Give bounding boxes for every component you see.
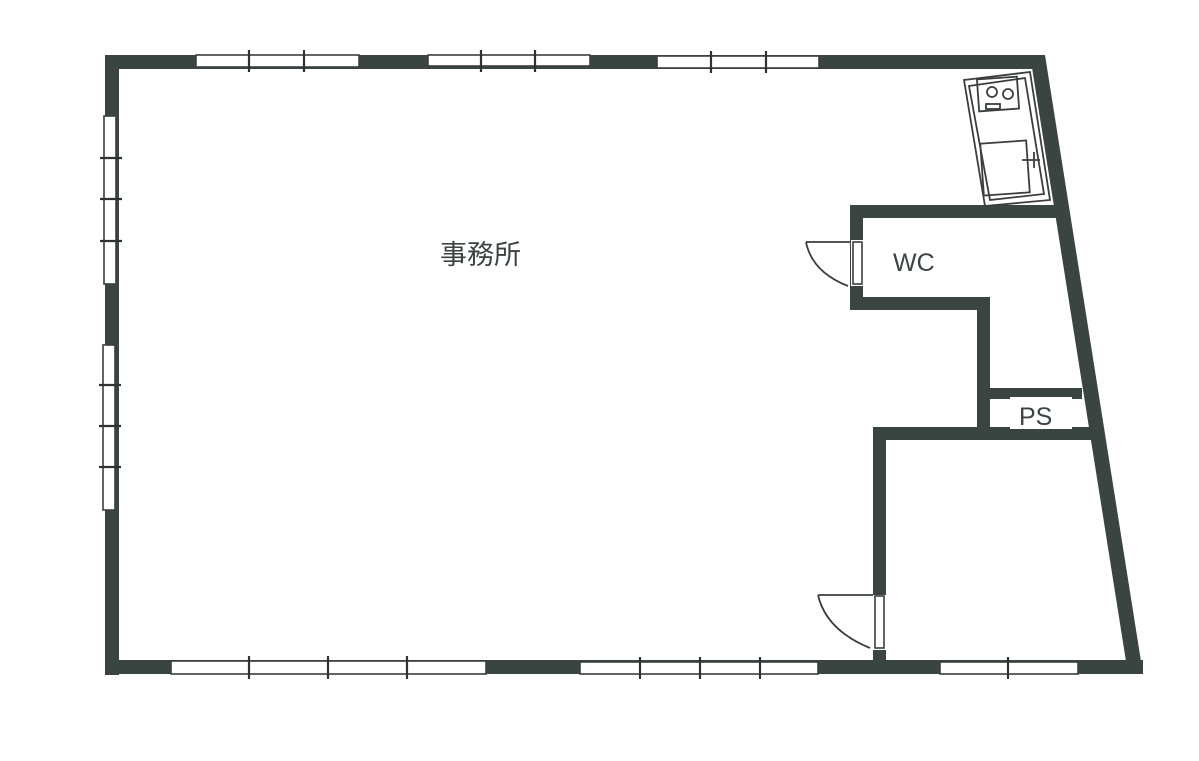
- door-swing-icon: [817, 594, 873, 649]
- stove-icon: [975, 75, 1021, 113]
- interior-walls: [850, 205, 1093, 667]
- room-label-wc: WC: [893, 249, 935, 277]
- storage-door-frame: [874, 595, 885, 649]
- windows-left: [99, 115, 122, 511]
- room-label-office: 事務所: [440, 240, 521, 270]
- ps-opening: [1010, 397, 1072, 429]
- storage-door[interactable]: [817, 594, 886, 650]
- wc-door-frame: [852, 241, 863, 285]
- wc-door[interactable]: [805, 240, 863, 287]
- room-label-ps: PS: [1019, 403, 1052, 431]
- windows-top: [195, 50, 820, 73]
- kitchen-unit: [962, 71, 1052, 207]
- windows-bottom: [170, 656, 1079, 679]
- door-swing-icon: [805, 241, 850, 287]
- sink-icon: [979, 139, 1040, 197]
